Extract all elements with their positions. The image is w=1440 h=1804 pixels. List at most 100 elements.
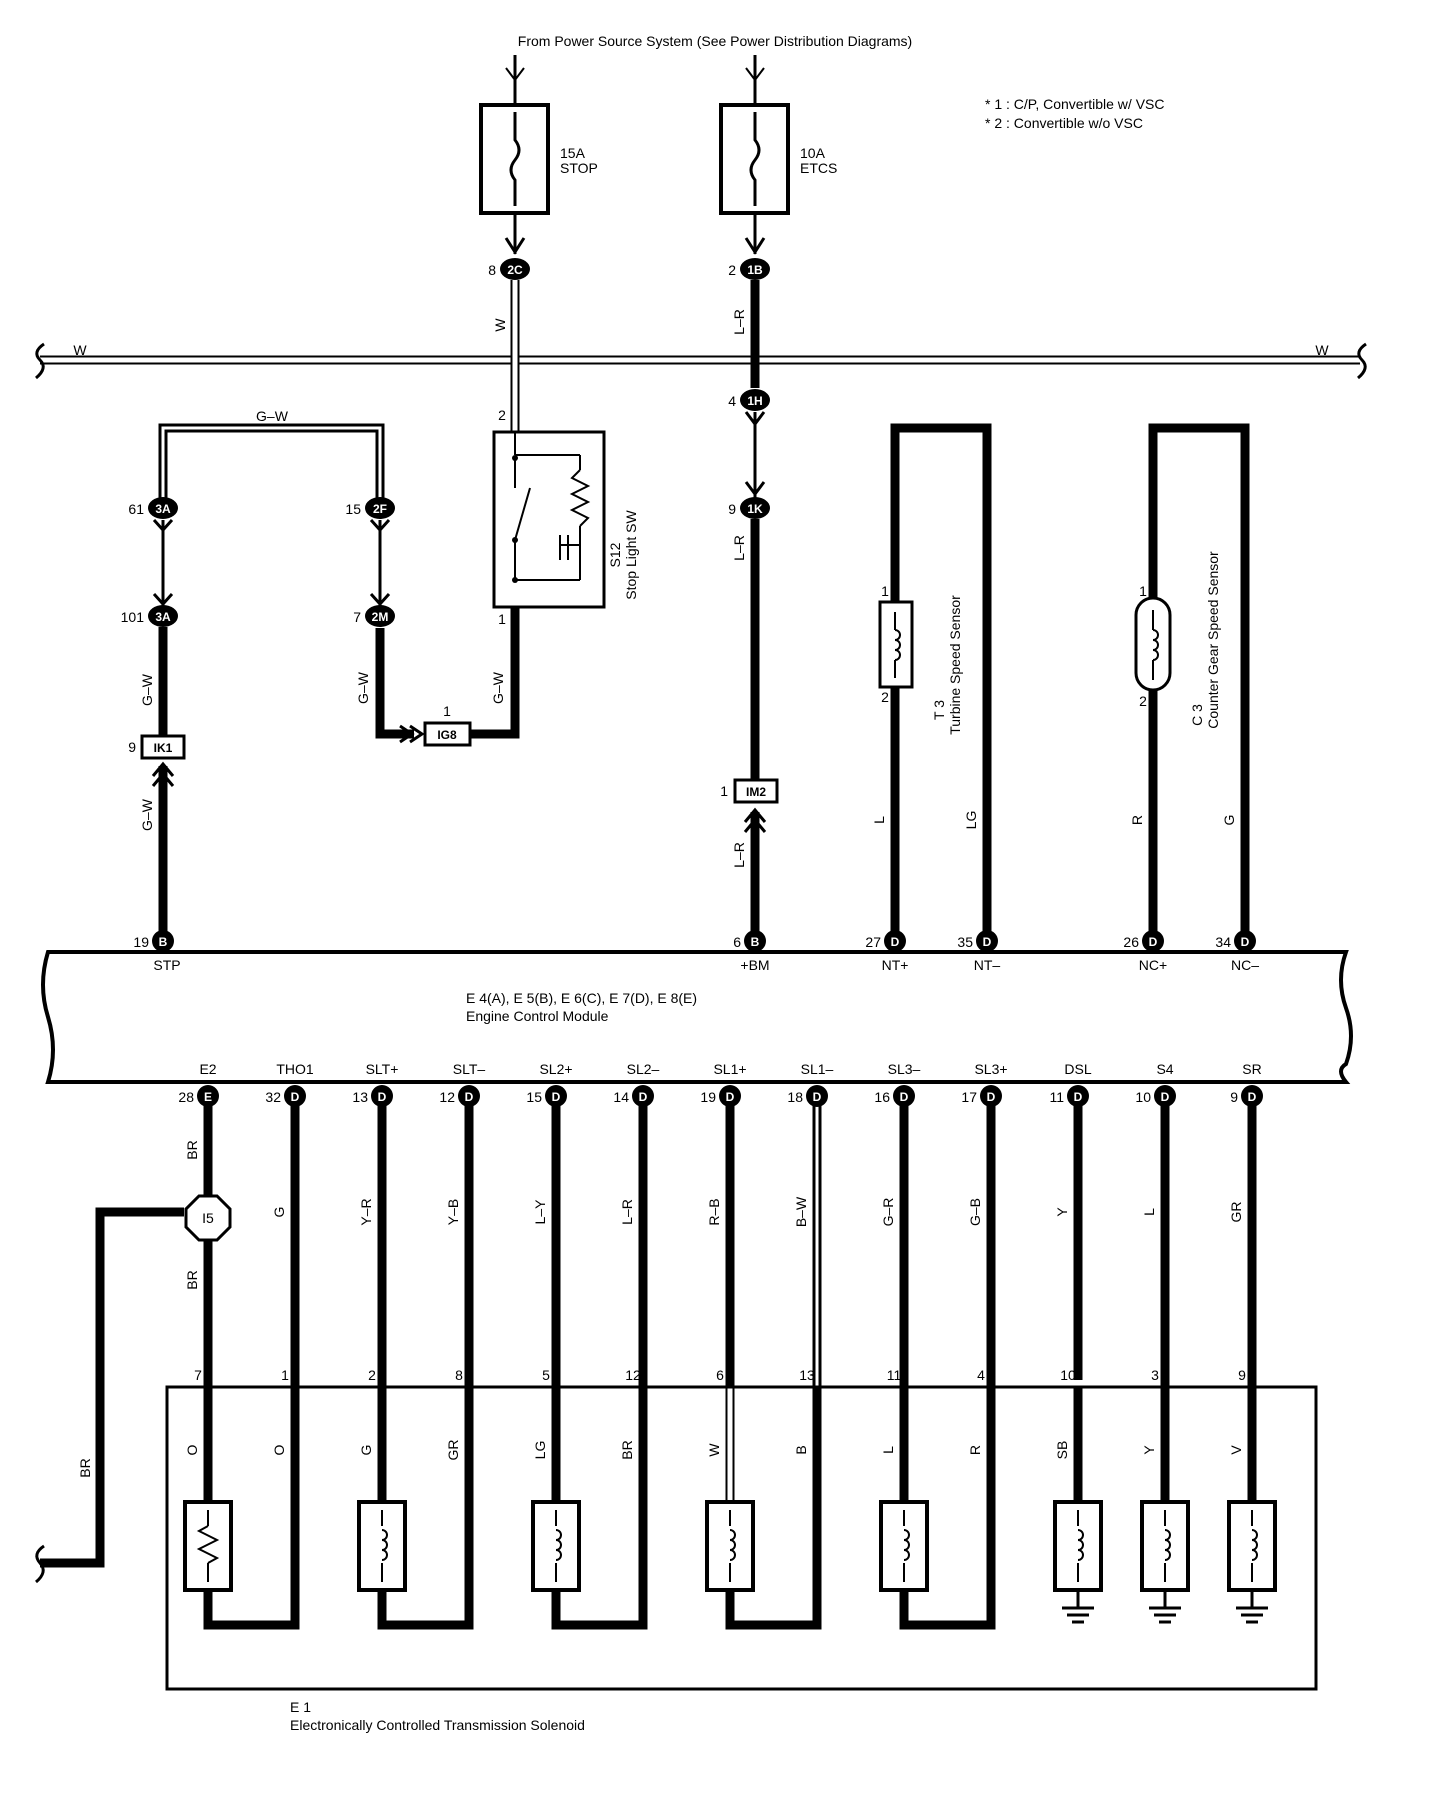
connector-ig8-pin: 1 xyxy=(443,703,451,719)
ecm-top-pin-num: 26 xyxy=(1123,934,1139,950)
t3-code: T 3 xyxy=(931,700,947,720)
ecm-bottom-pin-conn: E xyxy=(204,1090,212,1104)
wire-br-c-label: BR xyxy=(77,1458,93,1477)
ecm-bottom-pin-num: 10 xyxy=(1135,1089,1151,1105)
ecm-bottom-pin-label: SL1– xyxy=(801,1061,834,1077)
coil-loops xyxy=(381,1529,388,1561)
c3-name: Counter Gear Speed Sensor xyxy=(1205,551,1221,729)
connector-2f-pin: 15 xyxy=(345,501,361,517)
ecm-bottom-pin-dot xyxy=(284,1085,306,1107)
connector-1b: 1B 2 xyxy=(728,258,770,280)
counter-gear-speed-sensor: 1 2 C 3 Counter Gear Speed Sensor R G xyxy=(1129,423,1250,940)
wire-gw-top-loop xyxy=(158,423,385,498)
solenoid-pin-num: 1 xyxy=(281,1367,289,1383)
fuse-etcs-name: ETCS xyxy=(800,160,837,176)
solenoid-return-wire xyxy=(203,1502,300,1630)
ecm-top-pin-conn: D xyxy=(891,935,900,949)
coil-loops xyxy=(1077,1529,1084,1561)
ecm-top-pin-dot xyxy=(884,930,906,952)
connector-ik1-id: IK1 xyxy=(154,741,173,755)
wire-w-vertical-label: W xyxy=(492,318,508,332)
connector-1h: 1H 4 xyxy=(728,389,770,427)
connector-2c-pin: 8 xyxy=(488,262,496,278)
ecm-bottom-pin-label: E2 xyxy=(199,1061,216,1077)
ecm-wire-color: R–B xyxy=(706,1198,722,1225)
ecm-wire-color: Y–R xyxy=(358,1198,374,1225)
solenoid-wire-color: LG xyxy=(532,1441,548,1460)
solenoid-pair xyxy=(705,1500,822,1630)
fuse-stop-amp: 15A xyxy=(560,145,586,161)
solenoid-return-wire xyxy=(725,1502,822,1630)
solenoid-return-wire xyxy=(551,1502,648,1630)
solenoid-wire-color: O xyxy=(271,1444,287,1455)
ecm-top-pin-label: STP xyxy=(153,957,180,973)
solenoid-wire-color: O xyxy=(184,1444,200,1455)
connector-ig8: IG8 1 xyxy=(399,703,472,747)
t3-pin2: 2 xyxy=(881,689,889,705)
ecm-bottom-pin-num: 18 xyxy=(787,1089,803,1105)
wire-gw-b-label: G–W xyxy=(139,798,155,831)
w-bus-left-label: W xyxy=(73,342,87,358)
ecm-wire-color: L–R xyxy=(619,1199,635,1225)
connector-1h-id: 1H xyxy=(747,394,762,408)
ecm-bottom-pin-num: 19 xyxy=(700,1089,716,1105)
junction-i5: BR xyxy=(35,1207,184,1584)
ecm-bottom-pin-conn: D xyxy=(291,1090,300,1104)
ecm-bottom-pin-dot xyxy=(806,1085,828,1107)
ecm-bottom-pin-dot xyxy=(371,1085,393,1107)
ecm-top-pin-label: NT+ xyxy=(882,957,909,973)
solenoid-grounded xyxy=(1140,1500,1190,1624)
ecm-bottom-pin-num: 15 xyxy=(526,1089,542,1105)
wire-lr-b-label: L–R xyxy=(731,535,747,561)
ecm-bottom-pin-label: SL1+ xyxy=(713,1061,746,1077)
coil-loops xyxy=(1251,1529,1258,1561)
ecm-top-pin-label: +BM xyxy=(740,957,769,973)
s12-name: Stop Light SW xyxy=(623,509,639,599)
connector-2m: 2M 7 xyxy=(353,592,395,627)
ecm-top-pin-label: NC+ xyxy=(1139,957,1167,973)
c3-wire-g: G xyxy=(1221,815,1237,826)
solenoid-coils xyxy=(183,1500,1277,1630)
ecm-bottom-pin-label: SR xyxy=(1242,1061,1261,1077)
ecm-bottom-pin-num: 32 xyxy=(265,1089,281,1105)
ecm-bottom-pin-label: SL2– xyxy=(627,1061,660,1077)
connector-1h-pin: 4 xyxy=(728,393,736,409)
solenoid-pin-num: 9 xyxy=(1238,1367,1246,1383)
ecm-top-pin-label: NC– xyxy=(1231,957,1259,973)
connector-2c-id: 2C xyxy=(507,263,523,277)
ecm-top-pin-conn: D xyxy=(983,935,992,949)
solenoid-pair xyxy=(879,1500,996,1630)
connector-2m-id: 2M xyxy=(372,610,389,624)
solenoid-wire-color: GR xyxy=(445,1440,461,1461)
connector-ik1-pin: 9 xyxy=(128,739,136,755)
solenoid-wire-color: SB xyxy=(1054,1441,1070,1460)
wire-lr-c-label: L–R xyxy=(731,842,747,868)
connector-1k: 1K 9 xyxy=(728,481,770,519)
ecm-wire-color: BR xyxy=(184,1140,200,1159)
coil-loops xyxy=(729,1529,736,1561)
ecm-wire-color: G xyxy=(271,1207,287,1218)
connector-1k-pin: 9 xyxy=(728,501,736,517)
s12-pin-bot: 1 xyxy=(498,611,506,627)
connector-i5-id: I5 xyxy=(202,1210,214,1226)
ecm-bottom-pin-label: SL3– xyxy=(888,1061,921,1077)
ecm-bottom-pin-num: 14 xyxy=(613,1089,629,1105)
ecm-bottom-pin-conn: D xyxy=(1161,1090,1170,1104)
ecm-bottom-pin-dot xyxy=(719,1085,741,1107)
solenoid-pin-num: 5 xyxy=(542,1367,550,1383)
fuse-stop: 15A STOP xyxy=(479,55,598,255)
solenoid-pin-num: 10 xyxy=(1060,1367,1076,1383)
ecm-top-pin-dot xyxy=(976,930,998,952)
ecm-bottom-pin-conn: D xyxy=(726,1090,735,1104)
solenoid-pin-num: 4 xyxy=(977,1367,985,1383)
